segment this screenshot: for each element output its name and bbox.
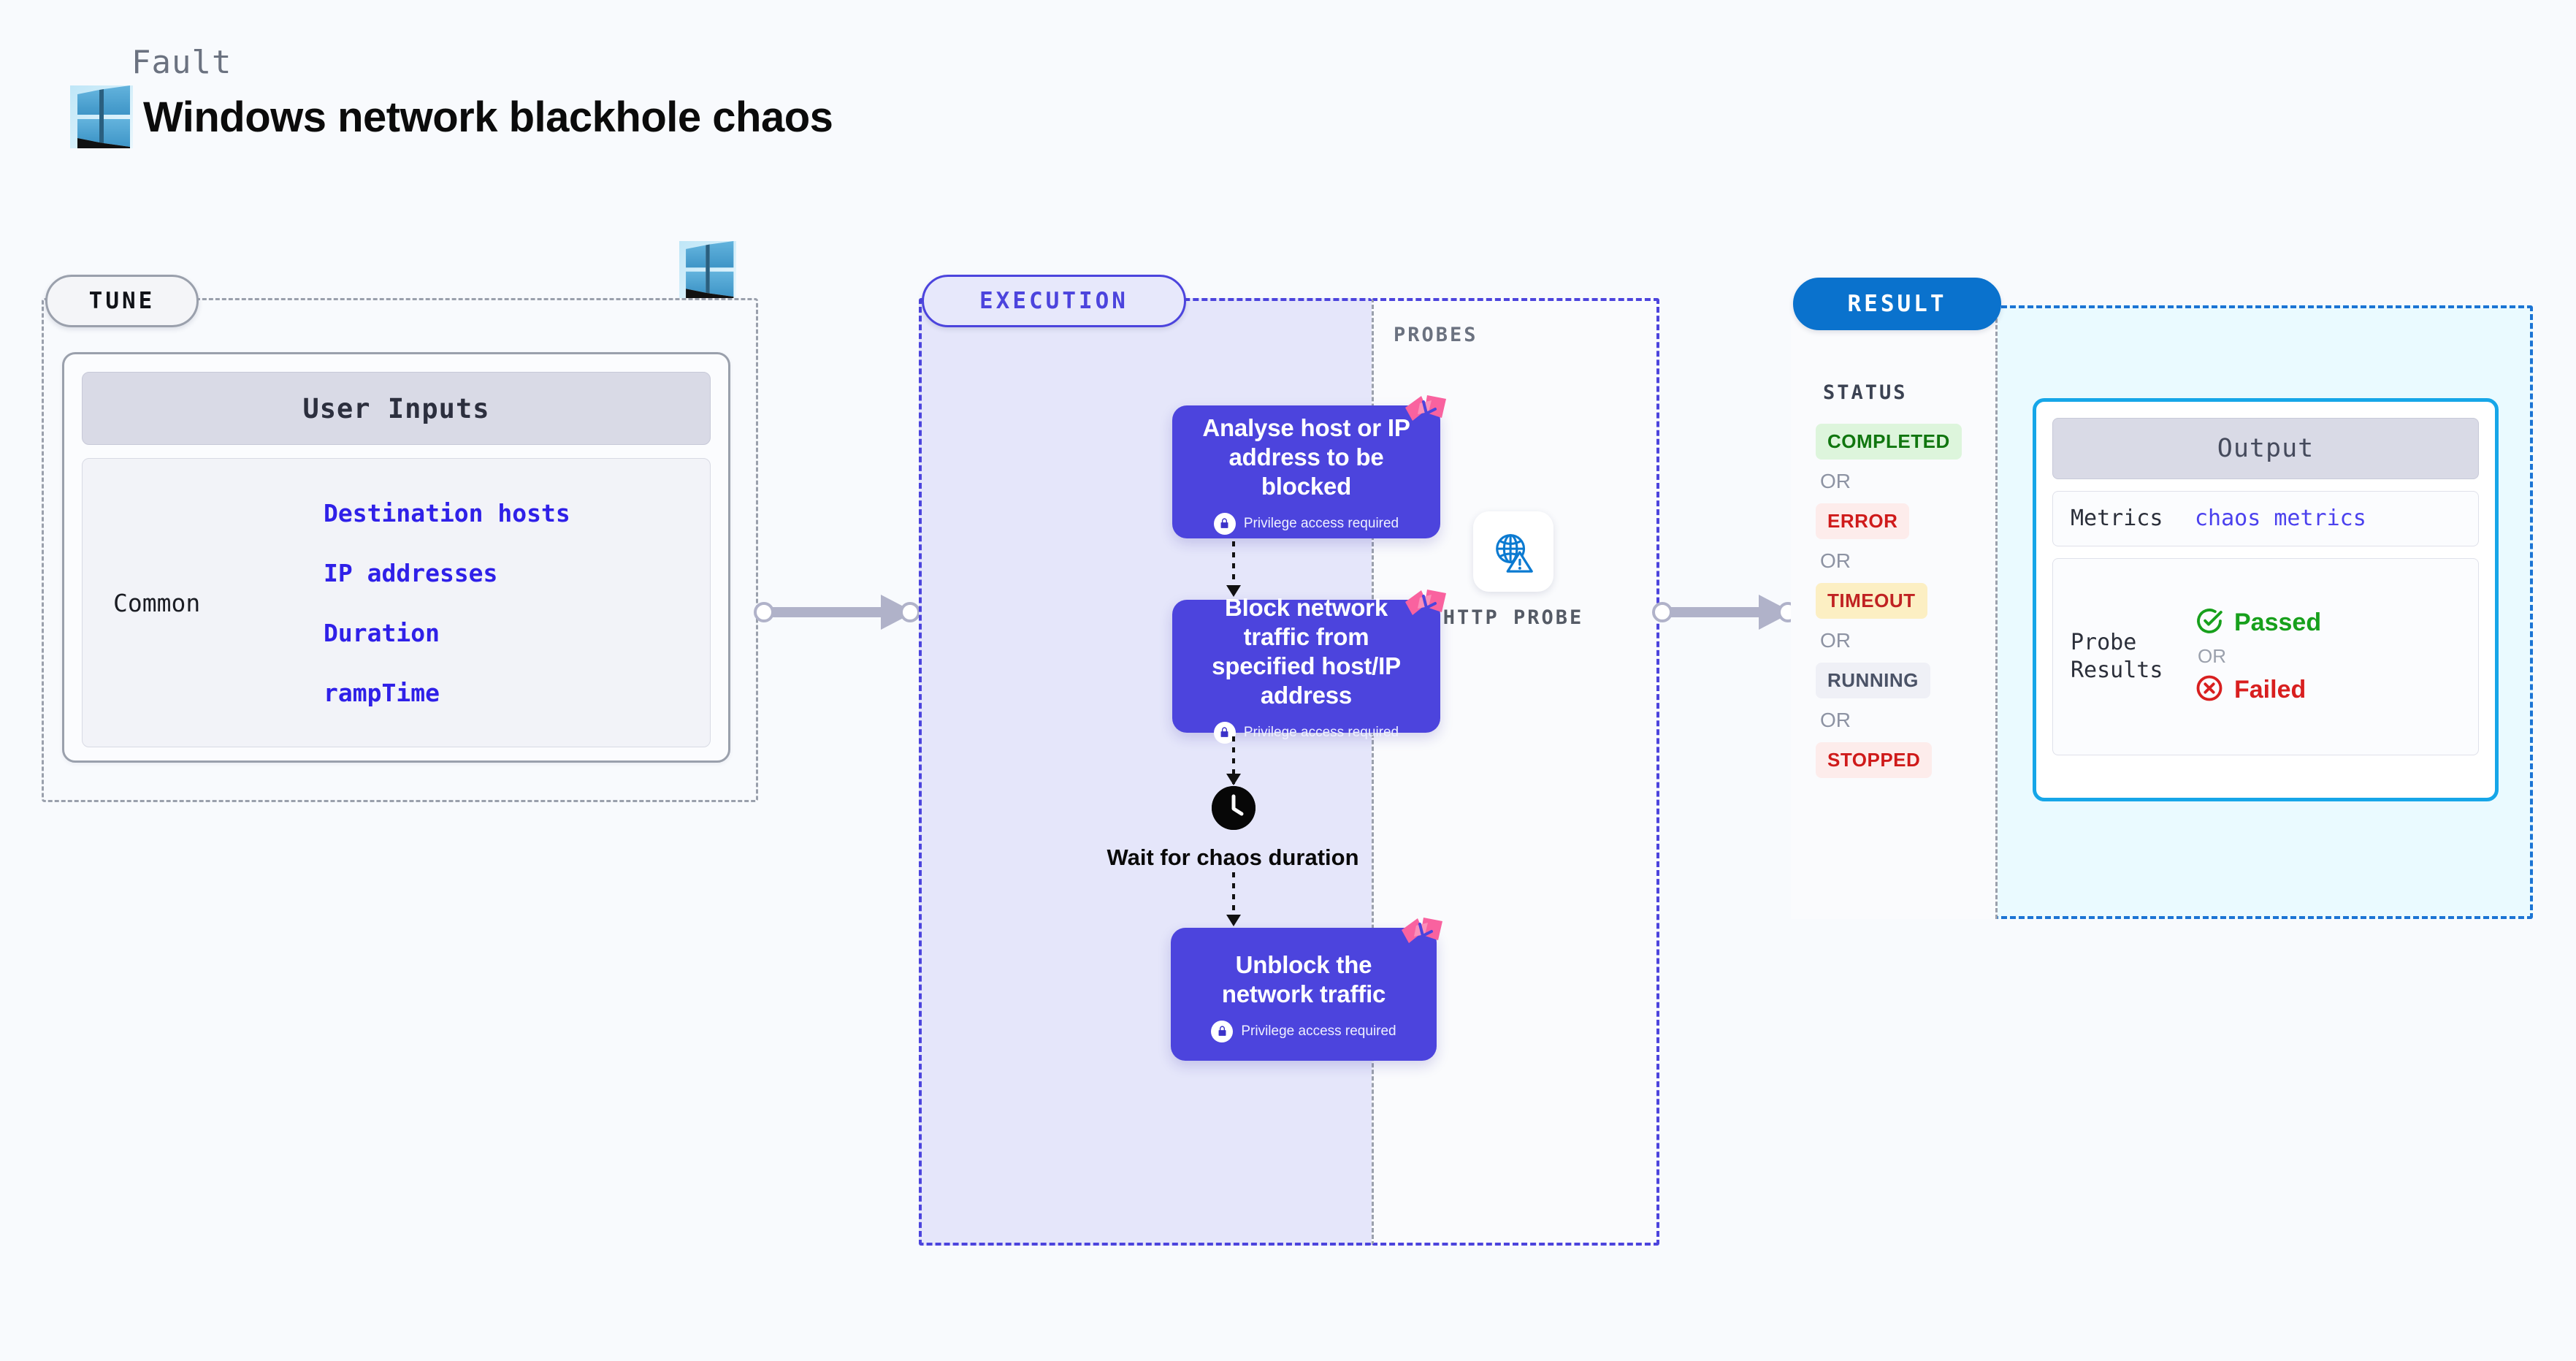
probes-section-label: PROBES bbox=[1394, 324, 1478, 346]
execution-node-title: Block network traffic from specified hos… bbox=[1212, 594, 1401, 709]
status-badge: TIMEOUT bbox=[1816, 583, 1927, 619]
output-metrics-value[interactable]: chaos metrics bbox=[2195, 506, 2366, 532]
chaos-ribbon-icon bbox=[1405, 395, 1446, 421]
tune-windows-logo-icon bbox=[679, 241, 736, 302]
connector-endpoint-right bbox=[900, 602, 920, 622]
input-parameter-list: Destination hosts IP addresses Duration … bbox=[324, 499, 570, 707]
probe-result-passed: Passed bbox=[2195, 606, 2321, 639]
flow-arrow-line bbox=[1232, 736, 1235, 784]
connector-tune-to-execution bbox=[754, 595, 920, 630]
tune-section-label: TUNE bbox=[45, 275, 199, 327]
input-group-label: Common bbox=[113, 588, 201, 617]
clock-icon bbox=[1212, 786, 1255, 830]
or-separator: OR bbox=[1820, 470, 1851, 492]
chaos-ribbon-icon bbox=[1402, 918, 1442, 943]
flow-arrow-head bbox=[1226, 915, 1241, 926]
output-probe-results-key: Probe Results bbox=[2071, 630, 2163, 683]
probe-passed-label: Passed bbox=[2234, 609, 2322, 636]
privilege-note-text: Privilege access required bbox=[1243, 724, 1399, 740]
lock-icon bbox=[1211, 1020, 1234, 1042]
wait-step-label: Wait for chaos duration bbox=[1107, 845, 1359, 870]
status-badge: ERROR bbox=[1816, 503, 1910, 539]
probe-result-failed: Failed bbox=[2195, 674, 2321, 706]
output-metrics-key: Metrics bbox=[2071, 506, 2163, 531]
input-parameter[interactable]: IP addresses bbox=[324, 558, 498, 587]
user-inputs-body: Common Destination hosts IP addresses Du… bbox=[82, 458, 711, 747]
probe-label: HTTP PROBE bbox=[1442, 606, 1584, 629]
output-header: Output bbox=[2052, 418, 2479, 479]
connector-execution-to-result bbox=[1652, 595, 1798, 630]
fault-kicker: Fault bbox=[131, 44, 232, 81]
probe-results-values: Passed OR Failed bbox=[2195, 606, 2321, 706]
privilege-note: Privilege access required bbox=[1213, 512, 1399, 535]
execution-node-title: Analyse host or IP address to be blocked bbox=[1202, 414, 1410, 500]
execution-section-label: EXECUTION bbox=[922, 275, 1186, 327]
output-probe-results-row: Probe Results Passed OR bbox=[2052, 557, 2479, 755]
or-separator: OR bbox=[2198, 645, 2226, 667]
flow-arrow-head bbox=[1226, 774, 1241, 785]
execution-node[interactable]: Analyse host or IP address to be blocked… bbox=[1172, 395, 1446, 538]
probe-failed-label: Failed bbox=[2234, 676, 2306, 704]
flow-arrow-head bbox=[1226, 585, 1241, 597]
connector-endpoint-left bbox=[754, 602, 774, 622]
windows-logo-icon bbox=[70, 85, 133, 148]
status-badge: STOPPED bbox=[1816, 742, 1933, 778]
execution-node[interactable]: Block network traffic from specified hos… bbox=[1172, 590, 1446, 744]
flow-arrow-line bbox=[1232, 541, 1235, 595]
status-list: COMPLETED OR ERROR OR TIMEOUT OR RUNNING… bbox=[1816, 424, 1991, 778]
page-header: Fault bbox=[70, 44, 833, 148]
user-inputs-card: User Inputs Common Destination hosts IP … bbox=[62, 352, 730, 763]
connector-line bbox=[1660, 607, 1783, 617]
privilege-note: Privilege access required bbox=[1213, 721, 1399, 744]
privilege-note-text: Privilege access required bbox=[1243, 515, 1399, 531]
execution-node-title: Unblock the network traffic bbox=[1221, 951, 1386, 1007]
check-circle-icon bbox=[2195, 606, 2224, 639]
lock-icon bbox=[1213, 512, 1236, 535]
privilege-note-text: Privilege access required bbox=[1241, 1023, 1396, 1039]
privilege-note: Privilege access required bbox=[1211, 1020, 1396, 1042]
execution-flow: Analyse host or IP address to be blocked… bbox=[919, 298, 1446, 1246]
x-circle-icon bbox=[2195, 674, 2224, 706]
input-parameter[interactable]: rampTime bbox=[324, 678, 440, 707]
or-separator: OR bbox=[1820, 709, 1851, 731]
flow-arrow-line bbox=[1232, 872, 1235, 925]
flow-arrow bbox=[1226, 736, 1241, 785]
flow-arrow bbox=[1226, 541, 1241, 597]
output-metrics-row: Metrics chaos metrics bbox=[2052, 491, 2479, 546]
user-inputs-header: User Inputs bbox=[82, 372, 711, 445]
or-separator: OR bbox=[1820, 629, 1851, 652]
page-title: Windows network blackhole chaos bbox=[143, 93, 833, 141]
flow-arrow bbox=[1226, 872, 1241, 926]
chaos-ribbon-icon bbox=[1405, 590, 1446, 615]
execution-node[interactable]: Unblock the network traffic Privilege ac… bbox=[1171, 918, 1442, 1061]
globe-warning-icon bbox=[1473, 511, 1553, 592]
input-parameter[interactable]: Destination hosts bbox=[324, 498, 570, 527]
status-badge: COMPLETED bbox=[1816, 424, 1962, 460]
or-separator: OR bbox=[1820, 549, 1851, 572]
status-badge: RUNNING bbox=[1816, 663, 1930, 698]
connector-line bbox=[762, 607, 905, 617]
result-section-label: RESULT bbox=[1793, 278, 2001, 330]
lock-icon bbox=[1213, 721, 1236, 744]
output-card: Output Metrics chaos metrics Probe Resul… bbox=[2033, 398, 2499, 801]
input-parameter[interactable]: Duration bbox=[324, 618, 440, 647]
probe-item[interactable]: HTTP PROBE bbox=[1404, 511, 1623, 629]
status-title: STATUS bbox=[1823, 381, 1908, 404]
connector-endpoint-left bbox=[1652, 602, 1673, 622]
tune-panel bbox=[42, 298, 758, 802]
